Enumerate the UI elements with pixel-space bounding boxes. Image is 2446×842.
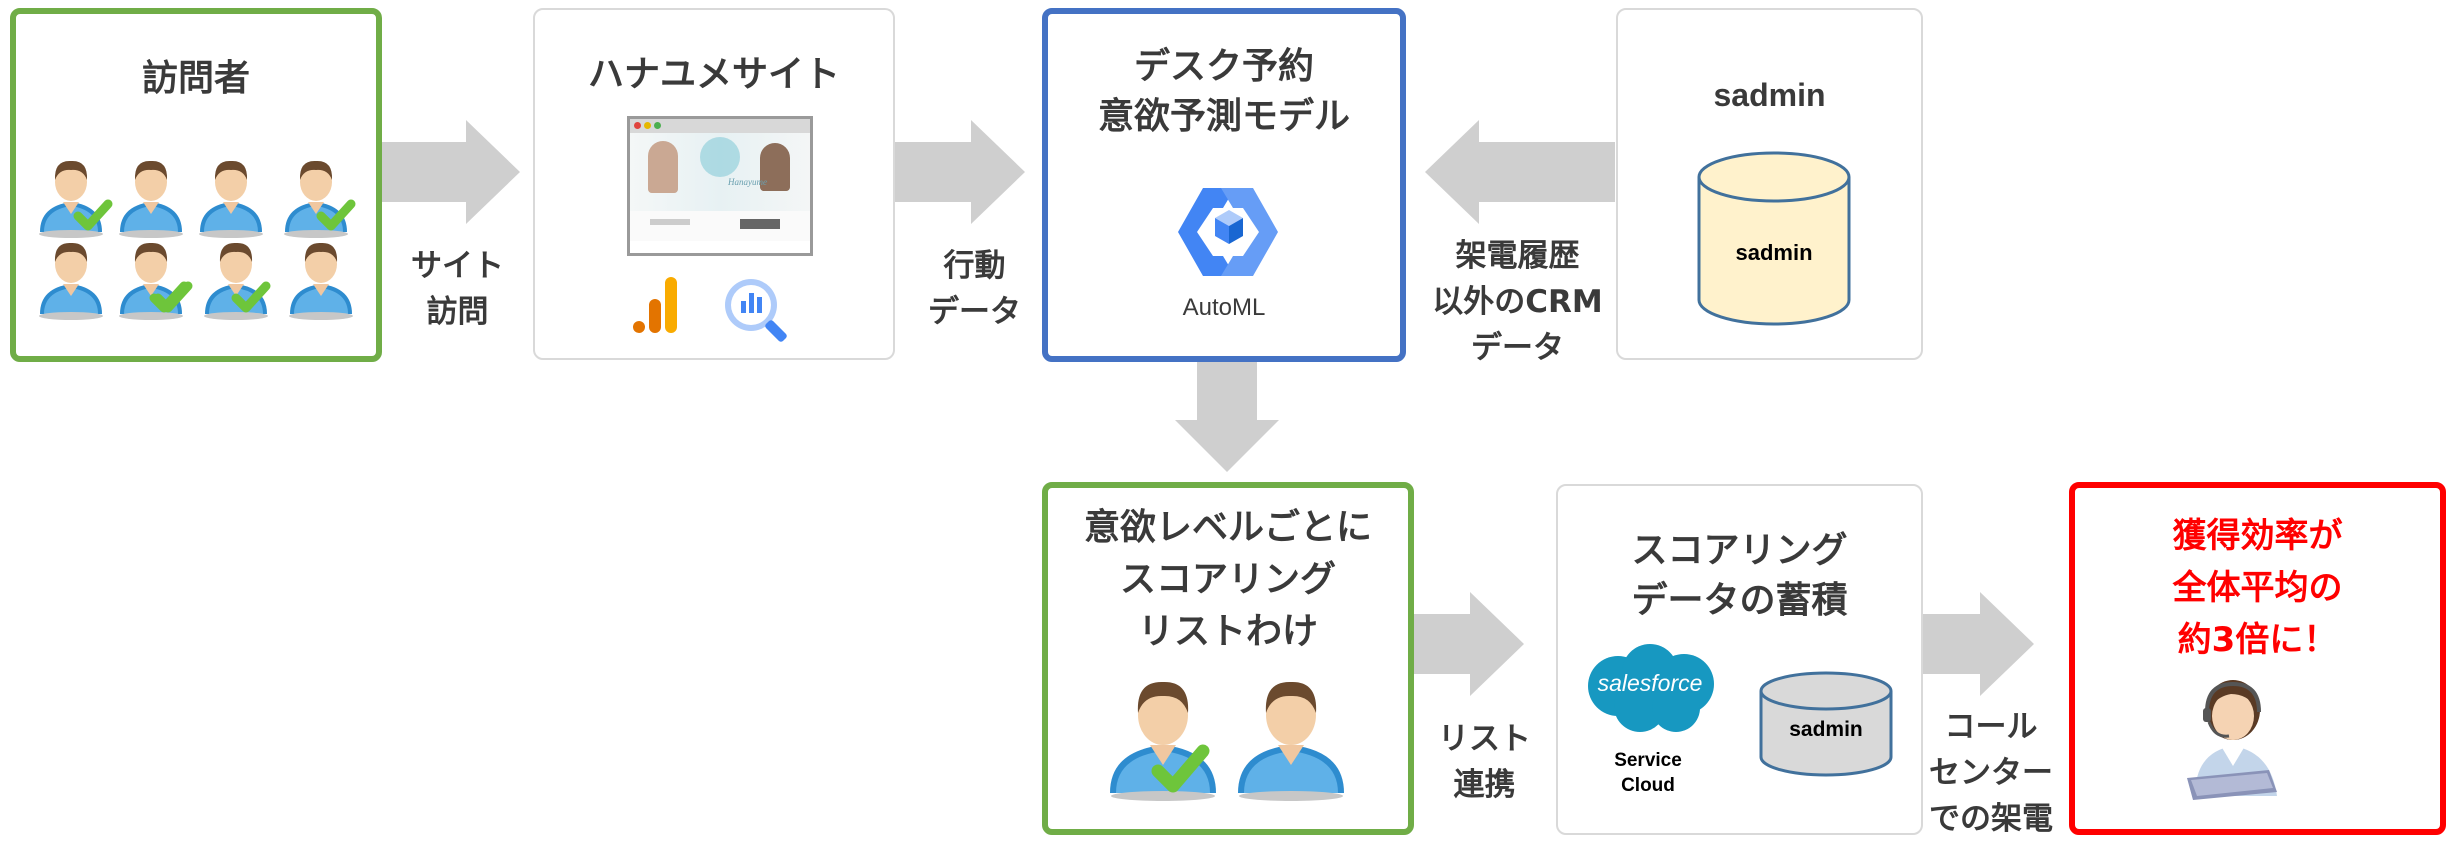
- arrow-crm-to-model: [1425, 120, 1615, 224]
- scoring-box: 意欲レベルごとに スコアリング リストわけ: [1042, 482, 1414, 835]
- scored-people-icon: [1110, 681, 1344, 801]
- call-center-operator-icon: [2187, 680, 2277, 800]
- visitors-box: 訪問者: [10, 8, 382, 362]
- label-list-link: リスト 連携: [1438, 721, 1531, 803]
- arrow-site-to-model: [895, 120, 1025, 224]
- crm-database-icon: [1697, 151, 1851, 326]
- model-box: デスク予約 意欲予測モデル AutoML: [1042, 8, 1406, 362]
- storage-title: スコアリング データの蓄積: [1631, 530, 1848, 621]
- site-box: ハナユメサイト Hanayume: [533, 8, 895, 360]
- automl-icon: [1178, 188, 1278, 276]
- crm-box: sadmin sadmin: [1616, 8, 1923, 360]
- storage-database-icon: [1759, 671, 1893, 777]
- label-crm-data: 架電履歴 以外のCRM データ: [1432, 238, 1603, 366]
- visitor-people-icon: [39, 160, 366, 320]
- salesforce-cloud-icon: [1588, 644, 1714, 732]
- label-behavior-data: 行動 データ: [928, 248, 1021, 330]
- label-call-center: コール センター での架電: [1929, 709, 2053, 837]
- salesforce-logo-text: salesforce: [1597, 670, 1703, 696]
- bigquery-icon: [725, 279, 787, 342]
- storage-database-label: sadmin: [1789, 718, 1863, 741]
- website-logo-text: Hanayume: [728, 177, 767, 187]
- result-title: 獲得効率が 全体平均の 約3倍に！: [2172, 516, 2343, 660]
- arrow-storage-to-result: [1922, 592, 2034, 696]
- website-screenshot-image: Hanayume: [627, 116, 813, 256]
- visitors-title: 訪問者: [141, 58, 250, 99]
- google-analytics-icon: [633, 277, 677, 333]
- arrow-scoring-to-storage: [1412, 592, 1524, 696]
- storage-box: スコアリング データの蓄積 salesforce Service Cloud s…: [1556, 484, 1923, 835]
- site-title: ハナユメサイト: [587, 54, 840, 95]
- arrow-visitors-to-site: [380, 120, 520, 224]
- crm-title: sadmin: [1713, 77, 1826, 113]
- service-cloud-label: Service Cloud: [1614, 750, 1682, 796]
- crm-database-label: sadmin: [1735, 240, 1813, 265]
- automl-label: AutoML: [1182, 294, 1266, 321]
- result-box: 獲得効率が 全体平均の 約3倍に！: [2069, 482, 2446, 835]
- arrow-model-to-scoring: [1175, 362, 1279, 472]
- model-title: デスク予約 意欲予測モデル: [1097, 46, 1350, 137]
- label-site-visit: サイト 訪問: [411, 248, 504, 330]
- scoring-title: 意欲レベルごとに スコアリング リストわけ: [1083, 507, 1372, 652]
